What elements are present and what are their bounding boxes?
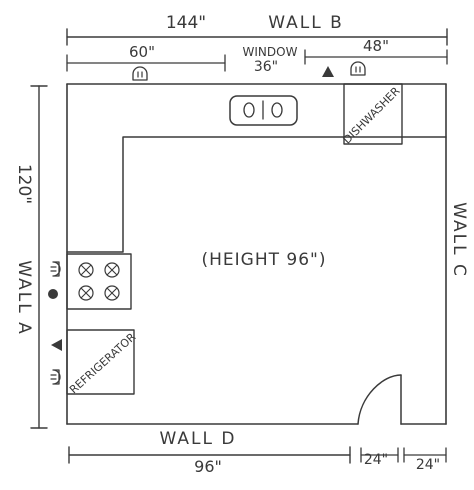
door-opening-length: 24" [364, 452, 388, 468]
triangle-marker-icon [51, 339, 62, 351]
outlet-icon [50, 261, 61, 277]
wall-d-length: 96" [194, 457, 222, 476]
wall-c-label: WALL C [449, 202, 469, 278]
outlet-icon [350, 61, 366, 76]
dimension-wall-d [68, 446, 447, 464]
burner-icon [78, 262, 94, 278]
refrigerator: REFRIGERATOR [66, 329, 139, 396]
burner-icon [104, 285, 120, 301]
cooktop [66, 253, 132, 310]
segment-left-length: 60" [129, 43, 155, 61]
segment-right-length: 48" [363, 37, 389, 55]
window-label: WINDOW [243, 45, 298, 59]
wall-b-length: 144" [166, 13, 206, 33]
dimension-wall-b-overall [66, 28, 448, 46]
dimension-wall-b-segments [66, 49, 448, 72]
wall-a-length: 120" [14, 164, 34, 204]
door-swing-icon [357, 374, 402, 425]
wall-a-label: WALL A [14, 260, 34, 335]
gas-outlet-icon [48, 289, 58, 299]
room-height-note: (HEIGHT 96") [202, 250, 327, 270]
burner-icon [104, 262, 120, 278]
outlet-icon [50, 369, 61, 385]
end-segment-length: 24" [416, 457, 440, 473]
sink-icon [229, 95, 298, 126]
wall-b-label: WALL B [268, 13, 344, 33]
refrigerator-label: REFRIGERATOR [67, 330, 139, 396]
burner-icon [78, 285, 94, 301]
triangle-marker-icon [322, 66, 334, 77]
dimension-wall-a [30, 85, 48, 429]
window-length: 36" [254, 59, 278, 75]
countertop [66, 136, 447, 253]
wall-d-label: WALL D [160, 429, 237, 449]
outlet-icon [132, 66, 148, 81]
